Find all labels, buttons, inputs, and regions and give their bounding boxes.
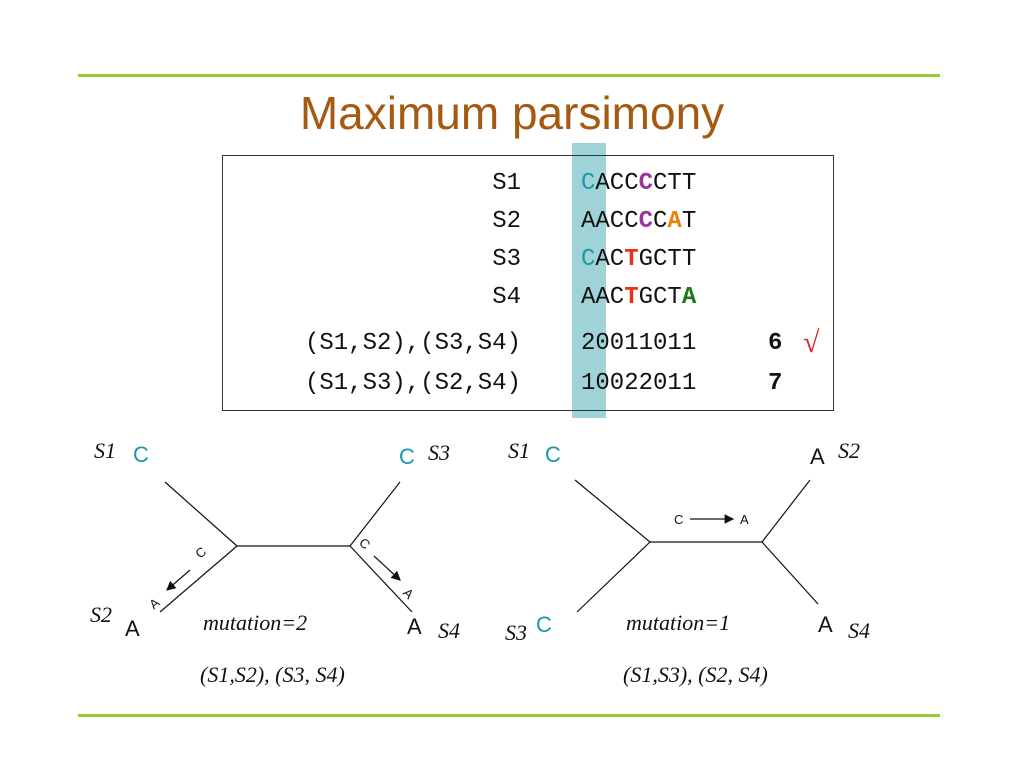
- mutation-arrow-right: [373, 555, 401, 581]
- alignment-table: S1 CACCCCTT S2 AACCCCAT S3 CACTGCTT S4 A…: [222, 155, 834, 411]
- score-string: 10022011: [581, 370, 697, 397]
- leaf-base: C: [399, 444, 415, 469]
- sequence-label: S2: [492, 208, 521, 235]
- leaf-label-s4: S4: [438, 618, 460, 643]
- sequence-value: CACCCCTT: [581, 170, 697, 197]
- branch-s3-left: [349, 481, 401, 547]
- mutation-count-label: mutation=2: [203, 610, 308, 635]
- sequence-value: AACCCCAT: [581, 208, 697, 235]
- sequence-value: AACTGCTA: [581, 284, 697, 311]
- branch-s3-right: [576, 541, 651, 613]
- mutation-arrow-left: [166, 569, 191, 591]
- table-row: S4 AACTGCTA: [223, 284, 835, 322]
- leaf-base: A: [810, 444, 825, 469]
- branch-s4-right: [761, 541, 819, 605]
- top-rule: [78, 74, 940, 77]
- leaf-label-s3: S3: [428, 440, 450, 465]
- tree-grouping-label: (S1,S2), (S3, S4): [200, 662, 345, 687]
- leaf-label-s2: S2: [90, 602, 112, 627]
- mutation-count: 7: [768, 370, 783, 397]
- leaf-label-s4: S4: [848, 618, 870, 643]
- table-row: S2 AACCCCAT: [223, 208, 835, 246]
- leaf-label-s1: S1: [94, 438, 116, 463]
- mutation-count-label: mutation=1: [626, 610, 731, 635]
- leaf-label-s2: S2: [838, 438, 860, 463]
- leaf-base: C: [133, 442, 149, 467]
- tree-label: (S1,S2),(S3,S4): [304, 330, 521, 357]
- table-row: (S1,S2),(S3,S4) 20011011 6 √: [223, 326, 835, 368]
- leaf-base: C: [545, 442, 561, 467]
- table-row: S3 CACTGCTT: [223, 246, 835, 284]
- branch-s1-right: [574, 479, 651, 543]
- branch-s2-right: [761, 479, 811, 543]
- sequence-value: CACTGCTT: [581, 246, 697, 273]
- slide-title: Maximum parsimony: [299, 87, 725, 139]
- check-mark: √: [803, 326, 820, 359]
- mutation-to-base: A: [740, 512, 749, 527]
- branch-s4-left: [349, 545, 413, 613]
- leaf-base: A: [818, 612, 833, 637]
- column-highlight: [572, 143, 606, 418]
- branch-s1-left: [164, 481, 238, 547]
- mutation-count: 6: [768, 330, 783, 357]
- branch-s2-left: [159, 545, 238, 613]
- mutation-from-base: C: [674, 512, 684, 527]
- leaf-base: A: [125, 616, 140, 641]
- bottom-rule: [78, 714, 940, 717]
- tree-grouping-label: (S1,S3), (S2, S4): [623, 662, 768, 687]
- leaf-base: C: [536, 612, 552, 637]
- score-string: 20011011: [581, 330, 697, 357]
- leaf-label-s1: S1: [508, 438, 530, 463]
- leaf-label-s3: S3: [505, 620, 527, 645]
- table-row: (S1,S3),(S2,S4) 10022011 7: [223, 370, 835, 408]
- tree-label: (S1,S3),(S2,S4): [304, 370, 521, 397]
- leaf-base: A: [407, 614, 422, 639]
- sequence-label: S3: [492, 246, 521, 273]
- table-row: S1 CACCCCTT: [223, 170, 835, 208]
- sequence-label: S1: [492, 170, 521, 197]
- sequence-label: S4: [492, 284, 521, 311]
